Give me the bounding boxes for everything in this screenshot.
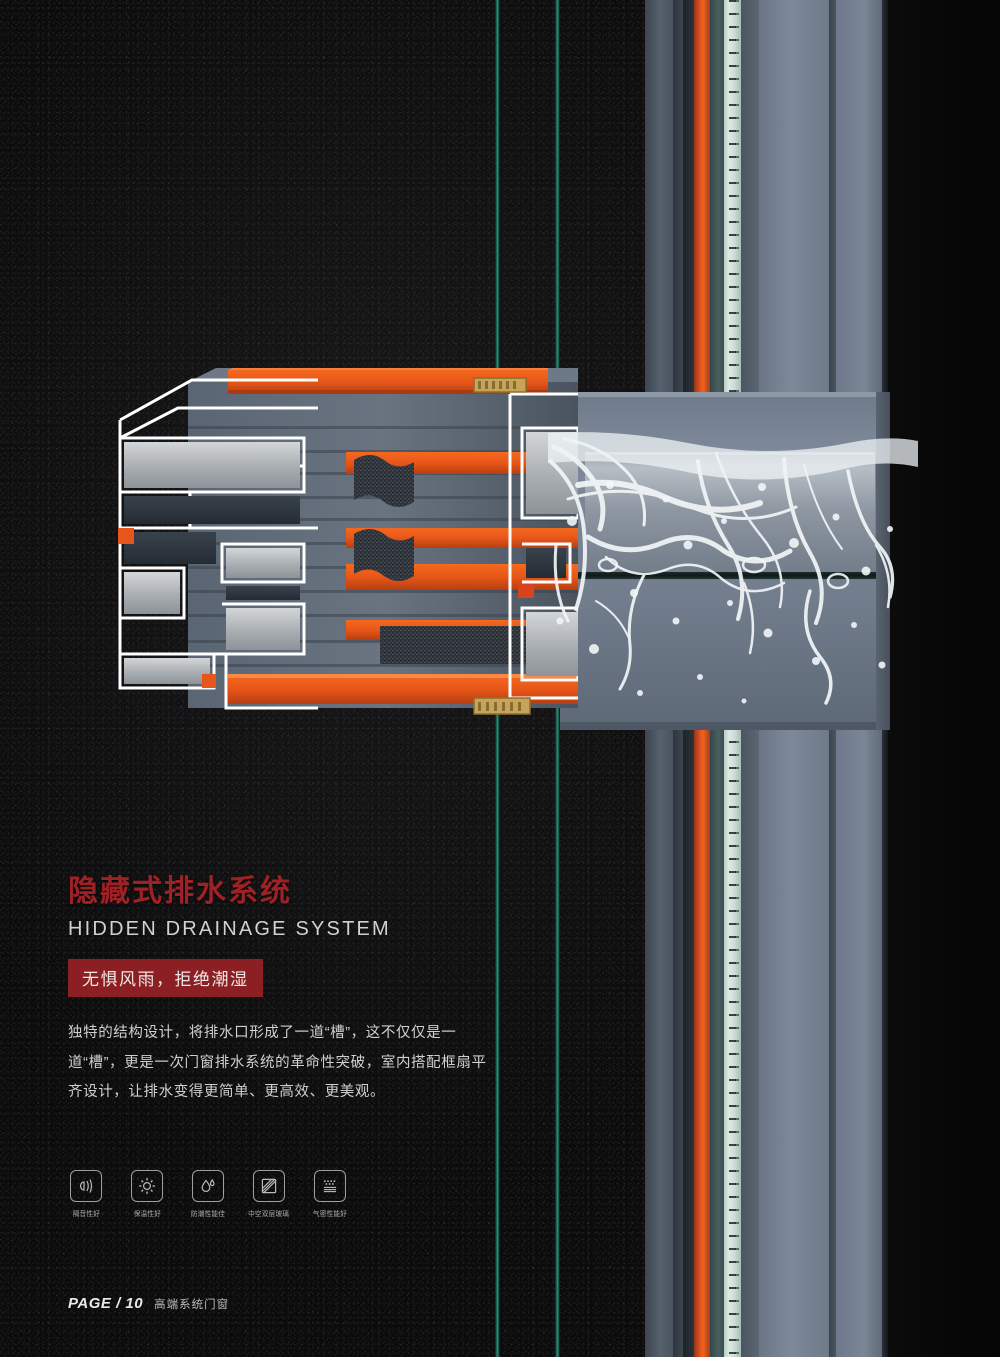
page-number-label: PAGE / 10 xyxy=(68,1295,144,1312)
feature-icon-row: 隔音性好 保温性好 xyxy=(68,1170,348,1219)
page-title-en: HIDDEN DRAINAGE SYSTEM xyxy=(68,918,391,940)
feature-label: 气密性能好 xyxy=(312,1211,348,1218)
feature-label: 保温性好 xyxy=(133,1211,161,1218)
page-footer: PAGE / 10 高端系统门窗 xyxy=(68,1295,229,1312)
copy-block: 隐藏式排水系统 HIDDEN DRAINAGE SYSTEM 无惧风雨，拒绝潮湿… xyxy=(68,875,498,1108)
feature-label: 中空双层玻璃 xyxy=(248,1211,290,1218)
feature-item-sound-insulation: 隔音性好 xyxy=(68,1170,104,1219)
profile-hardware-connectors xyxy=(473,377,531,715)
sill-top-highlight xyxy=(560,392,890,397)
body-paragraph: 独特的结构设计，将排水口形成了一道“槽”，这不仅仅是一道“槽”，更是一次门窗排水… xyxy=(68,1025,487,1101)
feature-item-moisture-proof: 防潮性能佳 xyxy=(190,1170,226,1219)
feature-label: 防潮性能佳 xyxy=(190,1211,226,1218)
profile-top-gasket-orange xyxy=(228,368,548,394)
moisture-proof-icon xyxy=(192,1170,224,1202)
sill-drainage-channel xyxy=(585,452,875,580)
thermal-insulation-icon xyxy=(131,1170,163,1202)
profile-small-orange-clips xyxy=(118,528,216,688)
sill-glass-seam xyxy=(560,572,890,579)
page-title-cn: 隐藏式排水系统 xyxy=(68,875,292,908)
right-dark-gradient xyxy=(880,0,1000,1357)
double-glazing-icon xyxy=(253,1170,285,1202)
sound-insulation-icon xyxy=(70,1170,102,1202)
brand-label: 高端系统门窗 xyxy=(154,1299,230,1311)
profile-chamber-fills xyxy=(124,442,300,684)
profile-aluminium-chambers xyxy=(118,378,318,710)
feature-item-thermal-insulation: 保温性好 xyxy=(129,1170,165,1219)
window-profile-cross-section xyxy=(118,368,578,715)
sill-right-edge xyxy=(876,392,890,730)
sill-bottom-edge xyxy=(560,722,890,730)
feature-item-double-glazing: 中空双层玻璃 xyxy=(248,1170,290,1219)
feature-label: 隔音性好 xyxy=(72,1211,100,1218)
feature-item-airtight: 气密性能好 xyxy=(312,1170,348,1219)
tagline-badge: 无惧风雨，拒绝潮湿 xyxy=(68,959,263,997)
airtight-icon xyxy=(314,1170,346,1202)
